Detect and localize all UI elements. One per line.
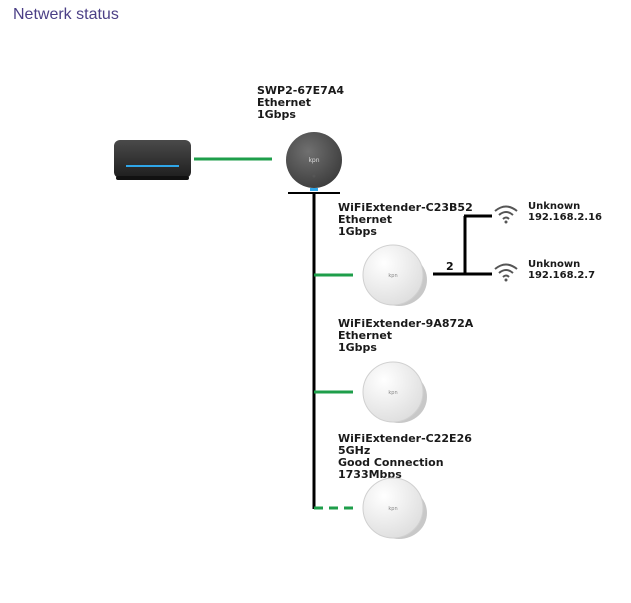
extender-3-quality: Good Connection: [338, 456, 444, 469]
router-name: SWP2-67E7A4: [257, 84, 344, 97]
extender-3-speed: 1733Mbps: [338, 468, 402, 481]
client-2-ip: 192.168.2.7: [528, 270, 596, 281]
svg-text:kpn: kpn: [388, 273, 397, 279]
extender-2-name: WiFiExtender-9A872A: [338, 317, 474, 330]
svg-text:kpn: kpn: [388, 506, 397, 512]
extender-2-label: WiFiExtender-9A872A Ethernet 1Gbps: [338, 318, 473, 354]
extender-3[interactable]: kpn: [359, 475, 429, 541]
extender-1-speed: 1Gbps: [338, 225, 377, 238]
extender-1[interactable]: kpn: [359, 242, 429, 308]
extender-2-speed: 1Gbps: [338, 341, 377, 354]
modem[interactable]: [113, 139, 192, 181]
wifi-icon: [494, 263, 518, 282]
client-1-name: Unknown: [528, 201, 581, 212]
client-1-label[interactable]: Unknown 192.168.2.16: [528, 201, 602, 223]
modem-icon: [114, 140, 191, 180]
wifi-extender-icon: kpn: [362, 361, 427, 423]
wifi-icon: [494, 205, 518, 224]
extender-1-label: WiFiExtender-C23B52 Ethernet 1Gbps: [338, 202, 473, 238]
router-label: SWP2-67E7A4 Ethernet 1Gbps: [257, 85, 344, 121]
wifi-extender-icon: kpn: [362, 477, 427, 539]
extender-2[interactable]: kpn: [359, 359, 429, 425]
router[interactable]: kpn: [279, 132, 349, 194]
clients-count: 2: [446, 260, 454, 273]
client-2-name: Unknown: [528, 259, 581, 270]
router-speed: 1Gbps: [257, 108, 296, 121]
client-1-wifi: [493, 202, 519, 228]
extender-2-connection: Ethernet: [338, 329, 393, 342]
extender-3-name: WiFiExtender-C22E26: [338, 432, 472, 445]
svg-text:kpn: kpn: [308, 157, 319, 164]
svg-text:kpn: kpn: [388, 390, 397, 396]
router-connection: Ethernet: [257, 96, 312, 109]
client-1-ip: 192.168.2.16: [528, 212, 603, 223]
client-2-wifi: [493, 260, 519, 286]
extender-3-frequency: 5GHz: [338, 444, 371, 457]
extender-1-connection: Ethernet: [338, 213, 393, 226]
wifi-extender-icon: kpn: [362, 244, 427, 306]
extender-3-label: 5GHz WiFiExtender-C22E26 5GHz Good Conne…: [338, 433, 472, 481]
client-2-label[interactable]: Unknown 192.168.2.7: [528, 259, 595, 281]
page-title: Netwerk status: [13, 6, 119, 23]
router-icon: kpn: [286, 132, 342, 191]
extender-1-name: WiFiExtender-C23B52: [338, 201, 473, 214]
